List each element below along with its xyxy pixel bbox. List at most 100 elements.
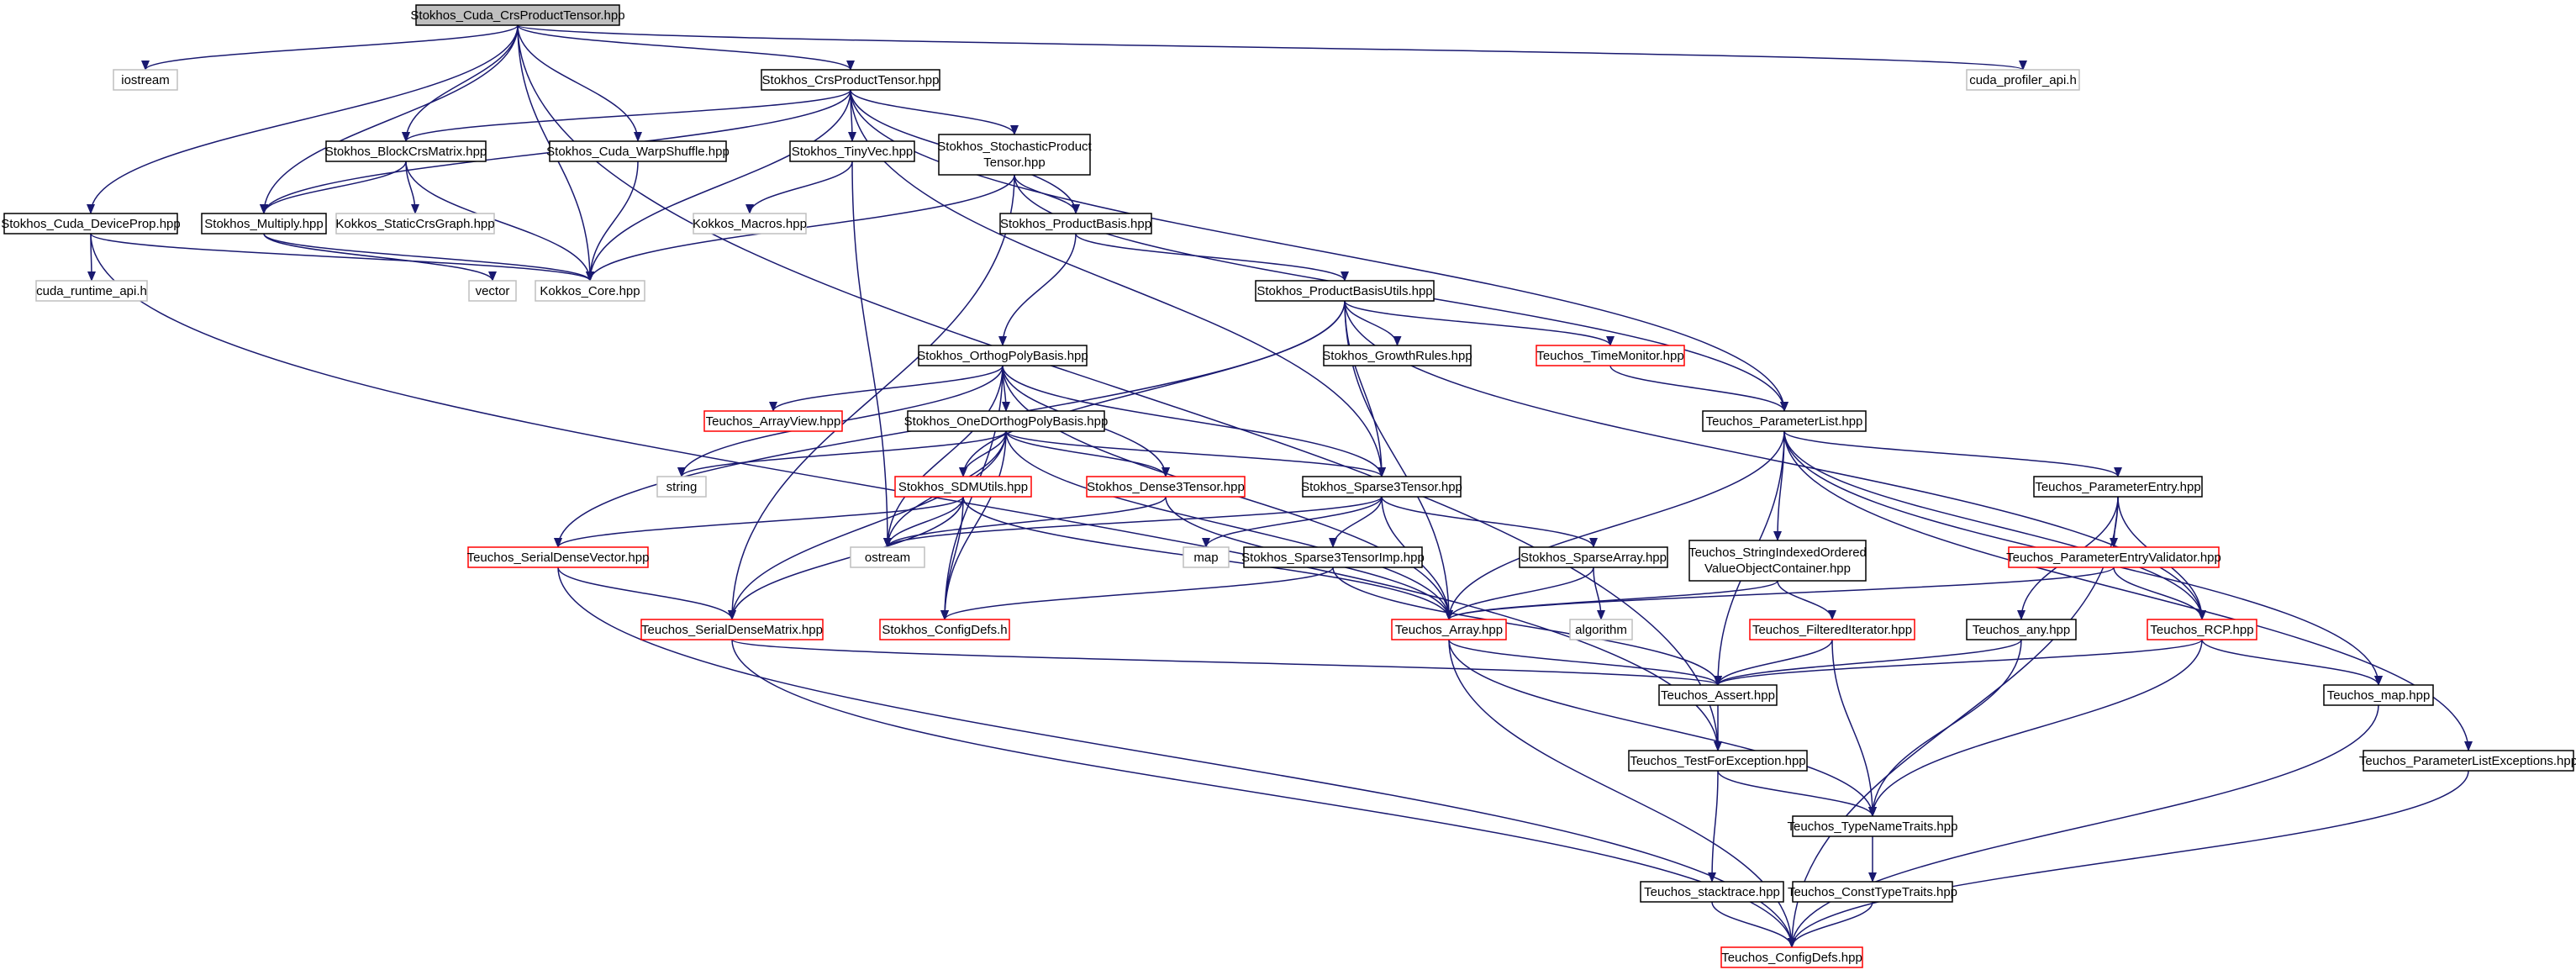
node-label: string (666, 480, 698, 494)
node-serialvec[interactable]: Teuchos_SerialDenseVector.hpp (467, 546, 650, 568)
node-typenametraits[interactable]: Teuchos_TypeNameTraits.hpp (1788, 815, 1958, 837)
node-arrayview[interactable]: Teuchos_ArrayView.hpp (703, 410, 843, 432)
node-vector[interactable]: vector (468, 280, 517, 302)
node-label: Teuchos_TimeMonitor.hpp (1536, 349, 1683, 363)
node-tconfigdefs[interactable]: Teuchos_ConfigDefs.hpp (1720, 946, 1863, 968)
edge-oned-to-tarray (1005, 430, 1453, 620)
node-rcp[interactable]: Teuchos_RCP.hpp (2147, 619, 2257, 640)
node-filtered[interactable]: Teuchos_FilteredIterator.hpp (1749, 619, 1915, 640)
edge-sparse3-to-sparse3imp (1329, 496, 1383, 548)
node-tmap[interactable]: Teuchos_map.hpp (2323, 684, 2434, 706)
node-crsproduct[interactable]: Stokhos_CrsProductTensor.hpp (761, 69, 940, 91)
node-testforexc[interactable]: Teuchos_TestForException.hpp (1628, 750, 1808, 772)
node-timemonitor[interactable]: Teuchos_TimeMonitor.hpp (1536, 345, 1685, 366)
node-label: Kokkos_Core.hpp (540, 284, 640, 298)
node-stacktrace[interactable]: Teuchos_stacktrace.hpp (1640, 881, 1784, 903)
edge-sdmutils-to-serialvec (554, 496, 964, 548)
node-kokkos-staticcrs[interactable]: Kokkos_StaticCrsGraph.hpp (335, 213, 495, 235)
edge-orthogpoly-to-sparse3 (1002, 365, 1386, 477)
node-label: Teuchos_SerialDenseVector.hpp (467, 551, 650, 565)
node-tarray[interactable]: Teuchos_Array.hpp (1391, 619, 1507, 640)
node-box (1966, 69, 2080, 91)
node-growthrules[interactable]: Stokhos_GrowthRules.hpp (1322, 345, 1472, 366)
node-kokkos-macros[interactable]: Kokkos_Macros.hpp (693, 213, 807, 235)
node-kokkos-core[interactable]: Kokkos_Core.hpp (535, 280, 645, 302)
node-iostream[interactable]: iostream (113, 69, 178, 91)
node-sparsearray[interactable]: Stokhos_SparseArray.hpp (1519, 546, 1668, 568)
edge-sparse3-to-sparsearray (1381, 496, 1598, 548)
node-root[interactable]: Stokhos_Cuda_CrsProductTensor.hpp (410, 4, 625, 26)
node-box (1688, 540, 1867, 582)
edge-root-to-iostream (141, 24, 519, 71)
edge-serialmat-to-tassert (731, 639, 1722, 686)
node-label: Teuchos_ArrayView.hpp (706, 414, 841, 429)
edge-blockcrs-to-multiply (260, 161, 407, 214)
node-parameterlist[interactable]: Teuchos_ParameterList.hpp (1702, 410, 1867, 432)
node-box (1720, 946, 1863, 968)
node-sdmutils[interactable]: Stokhos_SDMUtils.hpp (894, 476, 1032, 498)
node-box (535, 280, 645, 302)
nodes-layer: Stokhos_Cuda_CrsProductTensor.hppiostrea… (1, 4, 2576, 968)
node-box (1243, 546, 1423, 568)
edge-filtered-to-tassert (1714, 639, 1833, 686)
node-box (907, 410, 1105, 432)
edge-sdmutils-to-serialmat (728, 496, 964, 620)
node-label: Teuchos_ConstTypeTraits.hpp (1788, 885, 1957, 899)
node-box (918, 345, 1088, 366)
node-warpshuffle[interactable]: Stokhos_Cuda_WarpShuffle.hpp (546, 140, 730, 162)
node-string[interactable]: string (656, 476, 707, 498)
node-map[interactable]: map (1183, 546, 1230, 568)
node-blockcrs[interactable]: Stokhos_BlockCrsMatrix.hpp (325, 140, 487, 162)
edge-pevalidator-to-rcp (2113, 567, 2206, 620)
node-pevalidator[interactable]: Teuchos_ParameterEntryValidator.hpp (2006, 546, 2221, 568)
edge-orthogpoly-to-arrayview (769, 365, 1004, 412)
edge-oned-to-dense3 (1005, 430, 1170, 477)
edge-blockcrs-to-kokkos-core (405, 161, 594, 282)
node-label: Stokhos_ConfigDefs.h (882, 623, 1007, 637)
node-deviceprop[interactable]: Stokhos_Cuda_DeviceProp.hpp (1, 213, 181, 235)
edge-sparsearray-to-algorithm (1593, 567, 1605, 620)
node-productbasisutils[interactable]: Stokhos_ProductBasisUtils.hpp (1255, 280, 1435, 302)
node-configdefs-h[interactable]: Stokhos_ConfigDefs.h (879, 619, 1010, 640)
node-orthogpoly[interactable]: Stokhos_OrthogPolyBasis.hpp (917, 345, 1088, 366)
node-parameterentry[interactable]: Teuchos_ParameterEntry.hpp (2033, 476, 2203, 498)
node-box (693, 213, 807, 235)
node-stringindexed[interactable]: Teuchos_StringIndexedOrderedValueObjectC… (1688, 540, 1867, 582)
node-serialmat[interactable]: Teuchos_SerialDenseMatrix.hpp (640, 619, 824, 640)
edge-crsproduct-to-kokkos-core (586, 89, 851, 282)
node-algorithm[interactable]: algorithm (1569, 619, 1633, 640)
edge-tany-to-tassert (1714, 639, 2022, 686)
node-box (1391, 619, 1507, 640)
node-label: Stokhos_CrsProductTensor.hpp (762, 73, 940, 87)
node-tinyvec[interactable]: Stokhos_TinyVec.hpp (789, 140, 915, 162)
node-label: Stokhos_OrthogPolyBasis.hpp (917, 349, 1088, 363)
edge-parameterlist-to-rcp (1783, 430, 2206, 620)
edge-tinyvec-to-ostream (851, 161, 892, 548)
edge-sparsearray-to-tarray (1445, 567, 1594, 620)
node-label: map (1193, 551, 1218, 565)
node-label: Stokhos_OneDOrthogPolyBasis.hpp (904, 414, 1109, 429)
node-plexceptions[interactable]: Teuchos_ParameterListExceptions.hpp (2359, 750, 2576, 772)
node-ostream[interactable]: ostream (850, 546, 925, 568)
node-oned[interactable]: Stokhos_OneDOrthogPolyBasis.hpp (904, 410, 1109, 432)
node-box (1628, 750, 1808, 772)
node-label: Stokhos_ProductBasisUtils.hpp (1256, 284, 1432, 298)
node-label: Kokkos_StaticCrsGraph.hpp (335, 217, 494, 231)
node-tassert[interactable]: Teuchos_Assert.hpp (1658, 684, 1778, 706)
node-productbasis[interactable]: Stokhos_ProductBasis.hpp (999, 213, 1152, 235)
edge-stochastic-to-productbasis (1014, 174, 1080, 214)
node-consttypetraits[interactable]: Teuchos_ConstTypeTraits.hpp (1788, 881, 1957, 903)
node-multiply[interactable]: Stokhos_Multiply.hpp (201, 213, 327, 235)
node-cuda-profiler[interactable]: cuda_profiler_api.h (1966, 69, 2080, 91)
edge-sparse3-to-map (1202, 496, 1383, 548)
edge-oned-to-sdmutils (959, 430, 1007, 477)
node-tany[interactable]: Teuchos_any.hpp (1966, 619, 2077, 640)
node-sparse3[interactable]: Stokhos_Sparse3Tensor.hpp (1301, 476, 1462, 498)
node-sparse3imp[interactable]: Stokhos_Sparse3TensorImp.hpp (1241, 546, 1425, 568)
edge-rcp-to-tassert (1714, 639, 2203, 686)
node-cuda-runtime[interactable]: cuda_runtime_api.h (35, 280, 148, 302)
node-dense3[interactable]: Stokhos_Dense3Tensor.hpp (1086, 476, 1246, 498)
node-label: Teuchos_map.hpp (2327, 688, 2431, 703)
edge-stringindexed-to-filtered (1777, 580, 1836, 620)
